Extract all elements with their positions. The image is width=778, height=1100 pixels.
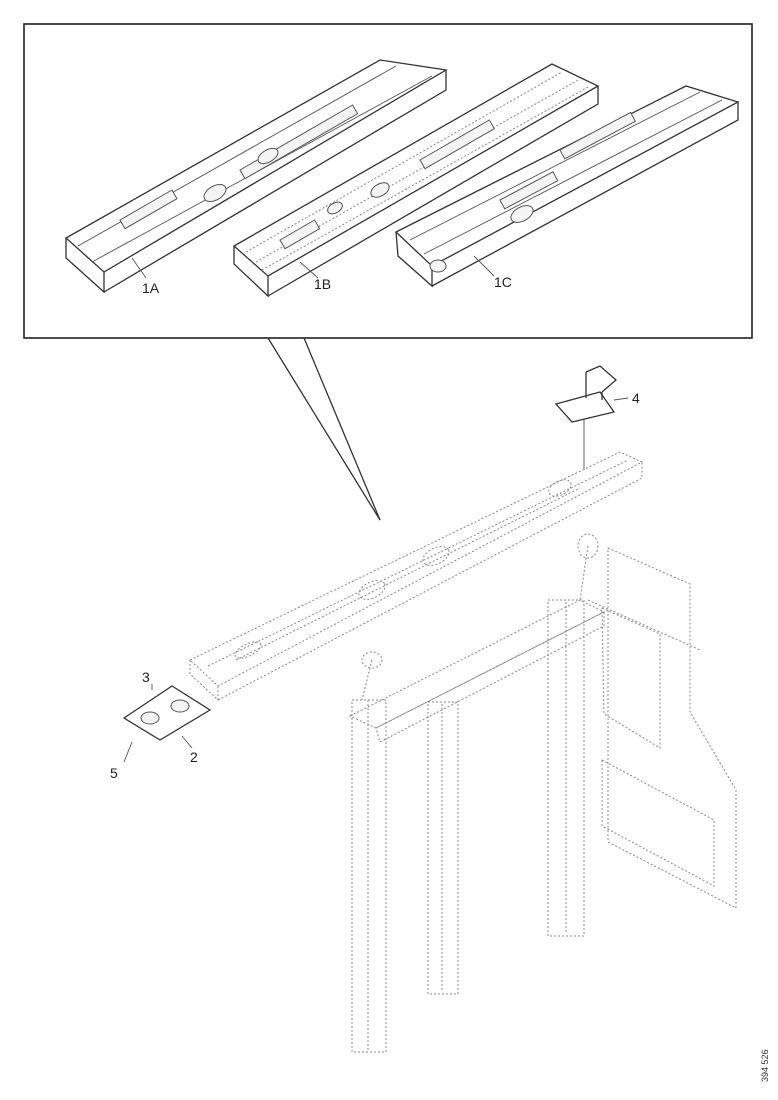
mounting-plate-2: 3 2 5	[110, 669, 212, 781]
callout-1b: 1B	[314, 276, 331, 292]
rail-1c	[394, 85, 740, 288]
callout-2: 2	[190, 749, 198, 765]
callout-4: 4	[632, 390, 640, 406]
bracket-4: 4	[554, 365, 640, 470]
callout-1a: 1A	[142, 280, 160, 296]
figure-code: 394 526	[760, 1049, 770, 1082]
zoom-pointer-lines	[267, 337, 381, 521]
main-rail	[189, 451, 644, 702]
callout-3: 3	[142, 669, 150, 685]
callout-5: 5	[110, 765, 118, 781]
pillar-frame	[348, 533, 737, 1053]
rail-1b	[232, 63, 600, 298]
detail-inset: 1A 1B 1C	[23, 23, 753, 339]
callout-1c: 1C	[494, 274, 512, 290]
rail-1a	[64, 59, 448, 294]
